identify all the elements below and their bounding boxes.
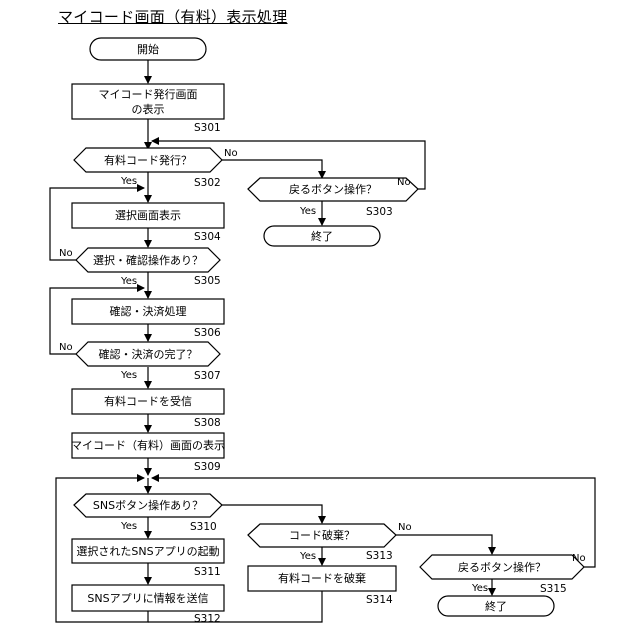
decision-d307: 確認・決済の完了？	[76, 342, 220, 366]
no-label: No	[59, 342, 73, 353]
node-label: 確認・決済処理	[110, 304, 187, 318]
step-label: S306	[194, 327, 221, 339]
node-label: マイコード発行画面	[99, 87, 198, 101]
no-label: No	[224, 148, 238, 159]
node-label: SNSボタン操作あり？	[93, 498, 203, 512]
decision-d302: 有料コード発行？	[74, 148, 222, 172]
step-label: S315	[540, 583, 567, 595]
process-s309: マイコード（有料）画面の表示	[71, 433, 225, 458]
end-terminal-2: 終了	[438, 596, 554, 616]
step-label: S313	[366, 550, 393, 562]
node-label: 終了	[311, 229, 333, 243]
yes-label: Yes	[299, 551, 316, 562]
process-s308: 有料コードを受信	[72, 389, 224, 414]
step-label: S311	[194, 566, 221, 578]
node-label: 選択されたSNSアプリの起動	[76, 544, 219, 558]
process-s306: 確認・決済処理	[72, 299, 224, 324]
node-label: コード破棄？	[289, 528, 355, 542]
no-label: No	[398, 522, 412, 533]
node-label: 開始	[137, 42, 159, 56]
node-label: 終了	[485, 599, 507, 613]
decision-d310: SNSボタン操作あり？	[74, 494, 222, 517]
step-label: S314	[366, 594, 393, 606]
yes-label: Yes	[120, 521, 137, 532]
process-s314: 有料コードを破棄	[248, 566, 396, 591]
no-label: No	[59, 248, 73, 259]
decision-d313: コード破棄？	[248, 524, 396, 547]
yes-label: Yes	[120, 176, 137, 187]
step-label: S302	[194, 177, 221, 189]
yes-label: Yes	[120, 370, 137, 381]
step-label: S301	[194, 122, 221, 134]
step-label: S307	[194, 370, 221, 382]
node-label: の表示	[132, 102, 165, 116]
node-label: 戻るボタン操作？	[289, 182, 377, 196]
node-label: 選択画面表示	[115, 208, 181, 222]
node-label: 確認・決済の完了？	[99, 347, 198, 361]
process-s311: 選択されたSNSアプリの起動	[72, 539, 224, 563]
decision-d303: 戻るボタン操作？	[248, 178, 418, 201]
no-label: No	[572, 553, 586, 564]
node-label: 有料コードを受信	[104, 394, 192, 408]
node-label: 選択・確認操作あり？	[93, 253, 203, 267]
step-label: S312	[194, 613, 221, 625]
process-s301: マイコード発行画面 の表示	[72, 84, 224, 119]
step-label: S304	[194, 231, 221, 243]
node-label: マイコード（有料）画面の表示	[71, 438, 225, 452]
node-label: 有料コード発行？	[104, 153, 192, 167]
end-terminal-1: 終了	[264, 226, 380, 246]
start-terminal: 開始	[90, 38, 206, 60]
process-s304: 選択画面表示	[72, 203, 224, 228]
process-s312: SNSアプリに情報を送信	[72, 585, 224, 611]
no-label: No	[397, 177, 411, 188]
step-label: S309	[194, 461, 221, 473]
yes-label: Yes	[120, 276, 137, 287]
step-label: S308	[194, 417, 221, 429]
node-label: 有料コードを破棄	[278, 571, 366, 585]
yes-label: Yes	[299, 206, 316, 217]
yes-label: Yes	[471, 583, 488, 594]
step-label: S305	[194, 275, 221, 287]
step-label: S310	[190, 521, 217, 533]
node-label: 戻るボタン操作？	[458, 560, 546, 574]
node-label: SNSアプリに情報を送信	[87, 591, 208, 605]
step-label: S303	[366, 206, 393, 218]
decision-d305: 選択・確認操作あり？	[76, 248, 220, 272]
decision-d315: 戻るボタン操作？	[420, 555, 584, 579]
